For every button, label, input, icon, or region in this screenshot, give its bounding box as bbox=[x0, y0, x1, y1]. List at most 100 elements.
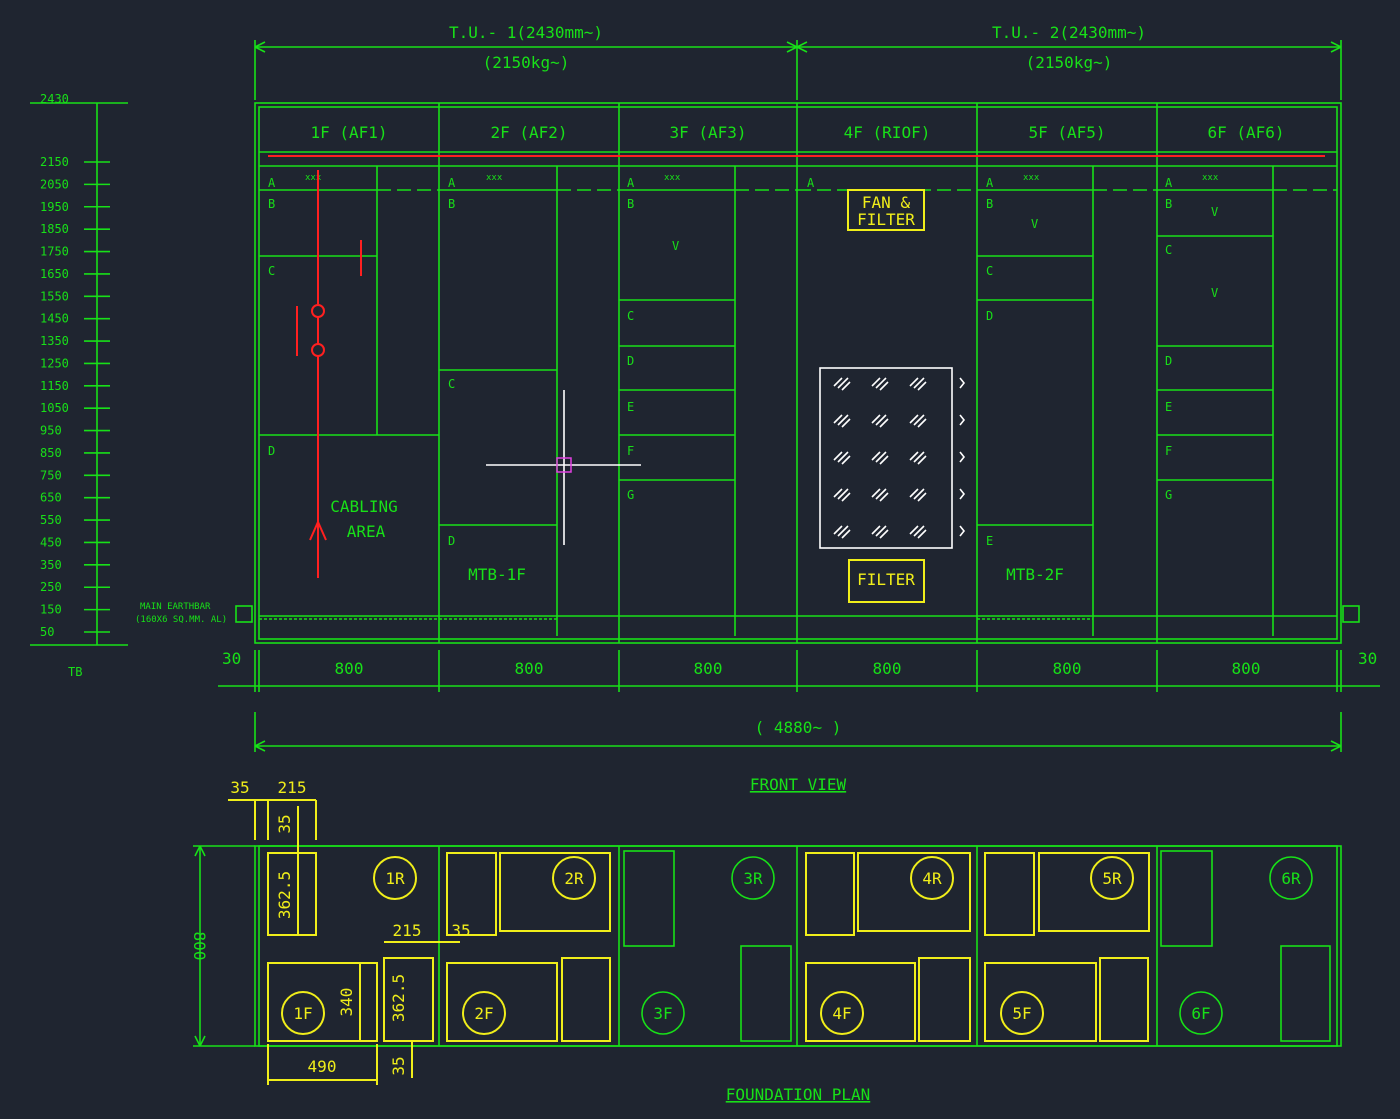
scale-tick-label: 750 bbox=[40, 468, 62, 482]
foundation-plan[interactable]: 800 35 215 35 362.5 215 35 340 bbox=[190, 778, 1342, 1104]
svg-text:E: E bbox=[627, 400, 634, 414]
mtb-1f-label: MTB-1F bbox=[468, 565, 526, 584]
crosshair-cursor-icon bbox=[486, 390, 641, 545]
foundation-front-marker: 4F bbox=[820, 991, 864, 1035]
louvre-grille bbox=[819, 367, 953, 549]
svg-text:340: 340 bbox=[337, 988, 356, 1017]
tu2-title: T.U.- 2(2430mm~) bbox=[992, 23, 1146, 42]
panel-1f[interactable]: A xxx B C D CABLING AREA bbox=[259, 166, 439, 578]
scale-tick-label: 50 bbox=[40, 625, 54, 639]
foundation-front-marker: 1F bbox=[281, 991, 325, 1035]
scale-top-label: 2430 bbox=[40, 92, 69, 106]
svg-text:5R: 5R bbox=[1102, 869, 1122, 888]
svg-text:1R: 1R bbox=[385, 869, 405, 888]
svg-text:D: D bbox=[268, 444, 275, 458]
svg-text:2R: 2R bbox=[564, 869, 584, 888]
svg-text:800: 800 bbox=[515, 659, 544, 678]
floor-label-5: 5F (AF5) bbox=[1028, 123, 1105, 142]
foundation-rear-marker: 2R bbox=[552, 856, 596, 900]
svg-text:xxx: xxx bbox=[664, 173, 681, 183]
svg-text:2F: 2F bbox=[474, 1004, 493, 1023]
main-earthbar: MAIN EARTHBAR (160X6 SQ.MM. AL) bbox=[135, 602, 1360, 625]
scale-tick-label: 350 bbox=[40, 558, 62, 572]
svg-text:D: D bbox=[1165, 354, 1172, 368]
svg-text:35: 35 bbox=[230, 778, 249, 797]
scale-tick-label: 850 bbox=[40, 446, 62, 460]
floor-label-3: 3F (AF3) bbox=[669, 123, 746, 142]
svg-text:AREA: AREA bbox=[347, 522, 386, 541]
mtb-2f-label: MTB-2F bbox=[1006, 565, 1064, 584]
svg-text:4R: 4R bbox=[922, 869, 942, 888]
svg-text:800: 800 bbox=[694, 659, 723, 678]
svg-text:xxx: xxx bbox=[486, 173, 503, 183]
svg-text:C: C bbox=[448, 377, 455, 391]
svg-text:35: 35 bbox=[389, 1056, 408, 1075]
svg-text:FAN &: FAN & bbox=[862, 193, 911, 212]
foundation-rear-marker: 6R bbox=[1269, 856, 1313, 900]
svg-text:A: A bbox=[1165, 176, 1173, 190]
svg-text:A: A bbox=[627, 176, 635, 190]
scale-tick-label: 1850 bbox=[40, 222, 69, 236]
svg-text:G: G bbox=[627, 488, 634, 502]
svg-text:C: C bbox=[1165, 243, 1172, 257]
svg-text:D: D bbox=[448, 534, 455, 548]
svg-text:30: 30 bbox=[1358, 649, 1377, 668]
svg-text:800: 800 bbox=[335, 659, 364, 678]
transport-unit-dimensions: T.U.- 1(2430mm~) (2150kg~) T.U.- 2(2430m… bbox=[254, 23, 1342, 100]
front-view-outline bbox=[254, 102, 1342, 644]
panel-5f[interactable]: A xxx B V C D E MTB-2F bbox=[977, 166, 1157, 636]
scale-tick-label: 1250 bbox=[40, 356, 69, 370]
svg-text:5F: 5F bbox=[1012, 1004, 1031, 1023]
svg-text:xxx: xxx bbox=[1023, 173, 1040, 183]
svg-text:215: 215 bbox=[278, 778, 307, 797]
svg-text:35: 35 bbox=[275, 814, 294, 833]
svg-text:30: 30 bbox=[222, 649, 241, 668]
svg-text:4F: 4F bbox=[832, 1004, 851, 1023]
scale-tick-label: 1650 bbox=[40, 267, 69, 281]
svg-text:800: 800 bbox=[1232, 659, 1261, 678]
svg-text:xxx: xxx bbox=[305, 173, 322, 183]
svg-text:1F: 1F bbox=[293, 1004, 312, 1023]
svg-text:3F: 3F bbox=[653, 1004, 672, 1023]
filter-box bbox=[848, 559, 925, 603]
svg-text:V: V bbox=[672, 239, 679, 253]
svg-text:V: V bbox=[1031, 217, 1038, 231]
panel-4f[interactable]: A FAN & FILTER FILTER bbox=[797, 176, 977, 603]
svg-text:490: 490 bbox=[308, 1057, 337, 1076]
svg-text:C: C bbox=[627, 309, 634, 323]
svg-text:B: B bbox=[986, 197, 993, 211]
front-view-title: FRONT VIEW bbox=[750, 775, 847, 794]
foundation-rear-marker: 5R bbox=[1090, 856, 1134, 900]
foundation-front-marker: 2F bbox=[462, 991, 506, 1035]
scale-tick-label: 1350 bbox=[40, 334, 69, 348]
scale-tick-label: 150 bbox=[40, 603, 62, 617]
svg-text:215: 215 bbox=[393, 921, 422, 940]
scale-tick-label: 550 bbox=[40, 513, 62, 527]
floor-label-2: 2F (AF2) bbox=[490, 123, 567, 142]
tu1-title: T.U.- 1(2430mm~) bbox=[449, 23, 603, 42]
svg-text:E: E bbox=[986, 534, 993, 548]
foundation-rear-marker: 1R bbox=[373, 856, 417, 900]
svg-text:D: D bbox=[627, 354, 634, 368]
svg-text:FILTER: FILTER bbox=[857, 210, 915, 229]
panel-2f[interactable]: A xxx B C D MTB-1F bbox=[439, 166, 619, 636]
svg-text:FILTER: FILTER bbox=[857, 570, 915, 589]
foundation-front-marker: 5F bbox=[1000, 991, 1044, 1035]
svg-text:V: V bbox=[1211, 286, 1218, 300]
scale-tick-label: 650 bbox=[40, 491, 62, 505]
svg-text:362.5: 362.5 bbox=[389, 974, 408, 1022]
scale-bottom-label: TB bbox=[68, 665, 82, 679]
panel-3f[interactable]: A xxx B V C D E F G bbox=[619, 166, 797, 636]
svg-text:800: 800 bbox=[190, 932, 209, 961]
svg-text:A: A bbox=[986, 176, 994, 190]
panel-6f[interactable]: A xxx B V C V D E F G bbox=[1157, 166, 1337, 636]
svg-text:G: G bbox=[1165, 488, 1172, 502]
foundation-rear-marker: 3R bbox=[731, 856, 775, 900]
svg-text:A: A bbox=[807, 176, 815, 190]
svg-text:3R: 3R bbox=[743, 869, 763, 888]
svg-text:B: B bbox=[627, 197, 634, 211]
tu1-weight: (2150kg~) bbox=[483, 53, 570, 72]
svg-text:F: F bbox=[627, 444, 634, 458]
scale-tick-label: 1050 bbox=[40, 401, 69, 415]
